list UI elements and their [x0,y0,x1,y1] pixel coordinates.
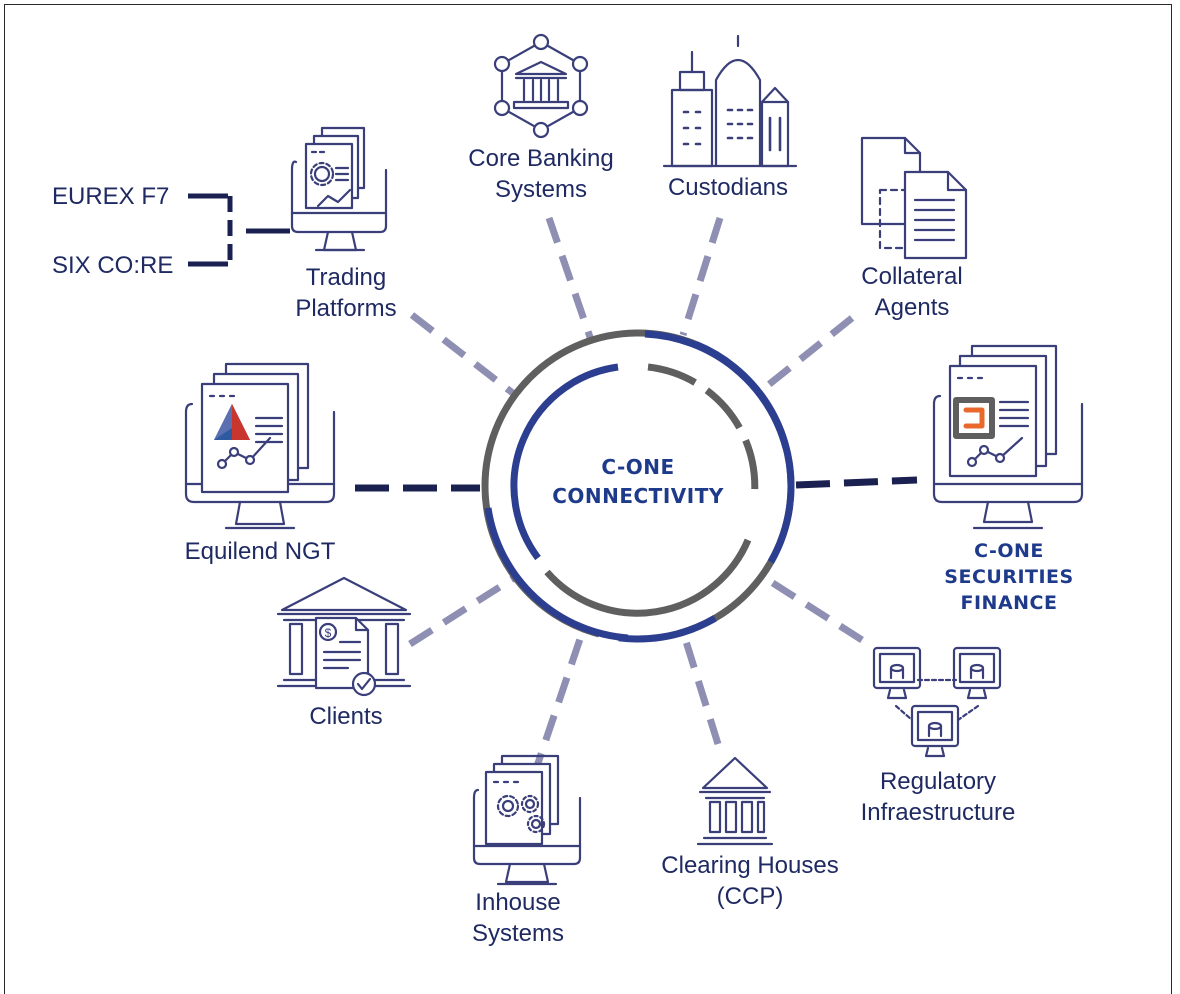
monitor-gear-chart-icon [290,126,388,252]
bank-network-icon [493,33,589,139]
label-custodians: Custodians [628,172,828,203]
cone-sf-line2: SECURITIES [944,566,1074,588]
outer-ring-blue [481,329,795,643]
bank-invoice-icon [276,576,412,697]
label-cone-sf: C-ONE SECURITIES FINANCE [924,538,1094,616]
cone-sf-line3: FINANCE [960,592,1058,614]
inner-arc-blue-left [510,363,619,561]
gears-monitor-icon [472,754,582,886]
trading-line1: Trading [305,264,387,291]
label-six: SIX CO:RE [52,250,173,281]
spoke-collateral [759,315,855,393]
six-text: SIX CO:RE [52,252,174,279]
spoke-cone-sf [795,476,918,489]
core-banking-line2: Systems [494,176,587,203]
label-equilend: Equilend NGT [160,536,360,567]
monitor-chart-icon [184,362,336,530]
outer-arc-top-blue [644,330,790,449]
spoke-regulatory [763,575,864,643]
core-banking-line1: Core Banking [468,145,614,172]
spoke-trading [409,312,517,397]
spoke-inhouse [529,634,585,780]
equilend-logo-icon [214,404,250,440]
cone-logo-icon [953,397,995,439]
label-regulatory: Regulatory Infraestructure [838,766,1038,828]
spoke-clearing [680,633,722,746]
cone-sf-line1: C-ONE [974,540,1044,562]
label-clients: Clients [246,701,446,732]
skyscrapers-icon [662,34,798,168]
eurex-text: EUREX F7 [52,183,170,210]
inhouse-line1: Inhouse [475,889,561,916]
regulatory-line1: Regulatory [879,768,997,795]
frame-border [4,4,1172,994]
hub-rings [481,329,795,643]
dollar-glyph: $ [325,626,332,640]
label-inhouse: Inhouse Systems [418,887,618,949]
spoke-core-banking [545,216,595,342]
label-collateral: Collateral Agents [812,261,1012,323]
collateral-line2: Agents [874,294,950,321]
label-clearing: Clearing Houses (CCP) [640,850,860,912]
hub-label-line1: C-ONE [601,455,675,479]
spokes-dark [355,476,918,492]
hub-label-line2: CONNECTIVITY [552,484,724,508]
regulatory-line2: Infraestructure [860,799,1016,826]
clients-line1: Clients [309,703,383,730]
custodians-line1: Custodians [667,174,789,201]
equilend-line1: Equilend NGT [184,538,336,565]
hub-label: C-ONE CONNECTIVITY [538,453,738,511]
spoke-custodians [679,216,724,337]
spokes [408,216,864,780]
label-trading: Trading Platforms [246,262,446,324]
label-eurex: EUREX F7 [52,181,169,212]
trading-bracket [188,193,290,267]
documents-icon [860,136,968,260]
clearing-line1: Clearing Houses [661,852,839,879]
inner-arc-gray-bottom [544,538,752,617]
collateral-line1: Collateral [861,263,963,290]
trading-line2: Platforms [295,295,397,322]
label-core-banking: Core Banking Systems [441,143,641,205]
clearing-line2: (CCP) [716,883,784,910]
inhouse-line2: Systems [471,920,564,947]
networked-servers-icon [872,646,1002,758]
institution-columns-icon [696,756,774,846]
outer-arc-left-blue [484,507,629,642]
inner-arc-gray-top [647,363,759,501]
spoke-clients [408,573,519,647]
